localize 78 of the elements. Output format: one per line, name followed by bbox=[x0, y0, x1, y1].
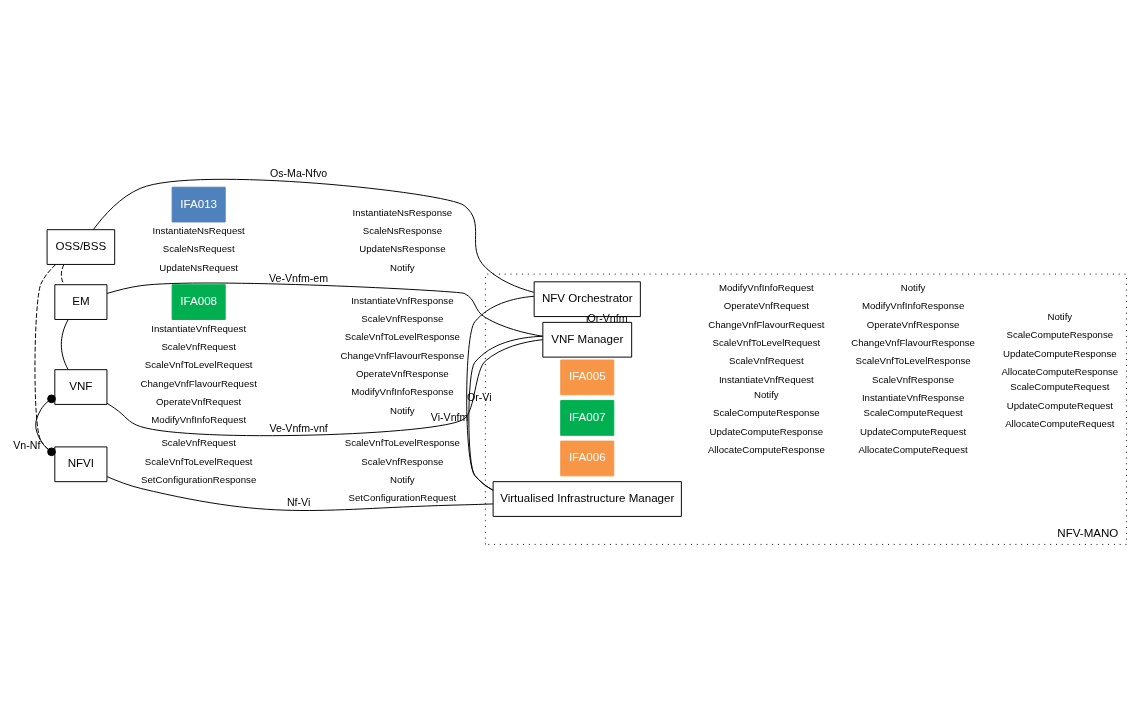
label: Notify bbox=[390, 473, 415, 485]
edge-label: Os-Ma-Nfvo bbox=[269, 166, 328, 179]
node-box: IFA005 bbox=[560, 359, 615, 395]
label: SetConfigurationResponse bbox=[141, 473, 257, 485]
label: ModifyVnfInfoResponse bbox=[861, 299, 965, 311]
edge-label: Ve-Vnfm-em bbox=[269, 271, 329, 284]
label: UpdateComputeRequest bbox=[860, 425, 967, 437]
node-box: IFA013 bbox=[171, 186, 226, 222]
connector bbox=[106, 282, 544, 337]
label: ScaleVnfToLevelResponse bbox=[855, 354, 971, 366]
label: ChangeVnfFlavourResponse bbox=[340, 349, 465, 361]
label: InstantiateVnfRequest bbox=[718, 373, 814, 385]
label: Notify bbox=[754, 388, 779, 400]
edge-label: Vn-Nf bbox=[13, 438, 41, 451]
label: OperateVnfResponse bbox=[866, 318, 960, 330]
connector bbox=[60, 263, 65, 285]
label: AllocateComputeRequest bbox=[1005, 417, 1115, 429]
label: InstantiateVnfRequest bbox=[151, 322, 247, 334]
node-box: OSS/BSS bbox=[46, 228, 116, 265]
label: ScaleComputeRequest bbox=[1010, 380, 1110, 392]
label: ScaleVnfToLevelRequest bbox=[144, 455, 253, 467]
label: ScaleVnfResponse bbox=[361, 455, 444, 467]
connector bbox=[34, 263, 57, 455]
label: InstantiateVnfResponse bbox=[351, 294, 454, 306]
label: AllocateComputeRequest bbox=[858, 443, 968, 455]
label: OperateVnfResponse bbox=[356, 367, 449, 379]
label: Notify bbox=[900, 281, 926, 293]
label: Notify bbox=[390, 261, 415, 273]
connector bbox=[92, 178, 535, 293]
node-box: Virtualised Infrastructure Manager bbox=[492, 480, 682, 517]
edge-label: Ve-Vnfm-vnf bbox=[269, 421, 328, 434]
label: ScaleVnfRequest bbox=[729, 354, 804, 366]
label: ChangeVnfFlavourResponse bbox=[851, 336, 975, 348]
label: ChangeVnfFlavourRequest bbox=[140, 377, 257, 389]
node-box: IFA008 bbox=[171, 283, 226, 320]
label: AllocateComputeResponse bbox=[1001, 365, 1119, 377]
label: SetConfigurationRequest bbox=[348, 491, 457, 503]
node-box: NFVI bbox=[54, 445, 108, 482]
label: ChangeVnfFlavourRequest bbox=[708, 318, 825, 330]
label: ScaleVnfToLevelResponse bbox=[344, 330, 460, 342]
label: ScaleComputeRequest bbox=[863, 407, 963, 418]
connector bbox=[60, 318, 69, 370]
label: UpdateNsResponse bbox=[359, 242, 446, 254]
label: OperateVnfRequest bbox=[723, 299, 809, 311]
connector bbox=[106, 338, 544, 436]
node-box: VNF Manager bbox=[542, 321, 633, 358]
edge-label: Nf-Vi bbox=[286, 495, 311, 508]
label: Notify bbox=[390, 404, 415, 416]
label: UpdateComputeResponse bbox=[1003, 347, 1117, 359]
label: ScaleVnfRequest bbox=[161, 340, 236, 352]
label: InstantiateVnfResponse bbox=[861, 391, 965, 403]
label: ScaleVnfResponse bbox=[361, 312, 444, 324]
label: UpdateComputeRequest bbox=[1006, 399, 1113, 411]
label: OperateVnfRequest bbox=[156, 395, 242, 407]
label: Notify bbox=[1047, 310, 1073, 322]
label: ScaleNsRequest bbox=[162, 242, 235, 254]
label: ScaleVnfToLevelRequest bbox=[712, 336, 821, 348]
node-box: EM bbox=[54, 283, 108, 320]
label: InstantiateNsRequest bbox=[152, 224, 245, 236]
node-box: VNF bbox=[54, 368, 108, 405]
label: ScaleVnfToLevelResponse bbox=[344, 436, 460, 448]
label: ScaleVnfToLevelRequest bbox=[144, 358, 253, 370]
label: UpdateNsRequest bbox=[159, 261, 239, 273]
label: ModifyVnfInfoRequest bbox=[718, 281, 814, 293]
label: ModifyVnfInfoRequest bbox=[151, 413, 247, 425]
label: ScaleNsResponse bbox=[362, 224, 443, 236]
node-box: IFA007 bbox=[560, 399, 615, 436]
label: ScaleComputeResponse bbox=[713, 407, 820, 418]
connector bbox=[35, 394, 56, 456]
connector bbox=[106, 475, 494, 511]
label: ScaleComputeResponse bbox=[1006, 328, 1114, 340]
label: ScaleVnfResponse bbox=[872, 373, 955, 385]
node-box: IFA006 bbox=[560, 440, 615, 476]
label: AllocateComputeResponse bbox=[707, 443, 825, 455]
label: ScaleVnfRequest bbox=[161, 436, 236, 448]
label: InstantiateNsResponse bbox=[352, 206, 453, 218]
label: UpdateComputeResponse bbox=[709, 425, 824, 437]
label: ModifyVnfInfoResponse bbox=[351, 385, 454, 397]
